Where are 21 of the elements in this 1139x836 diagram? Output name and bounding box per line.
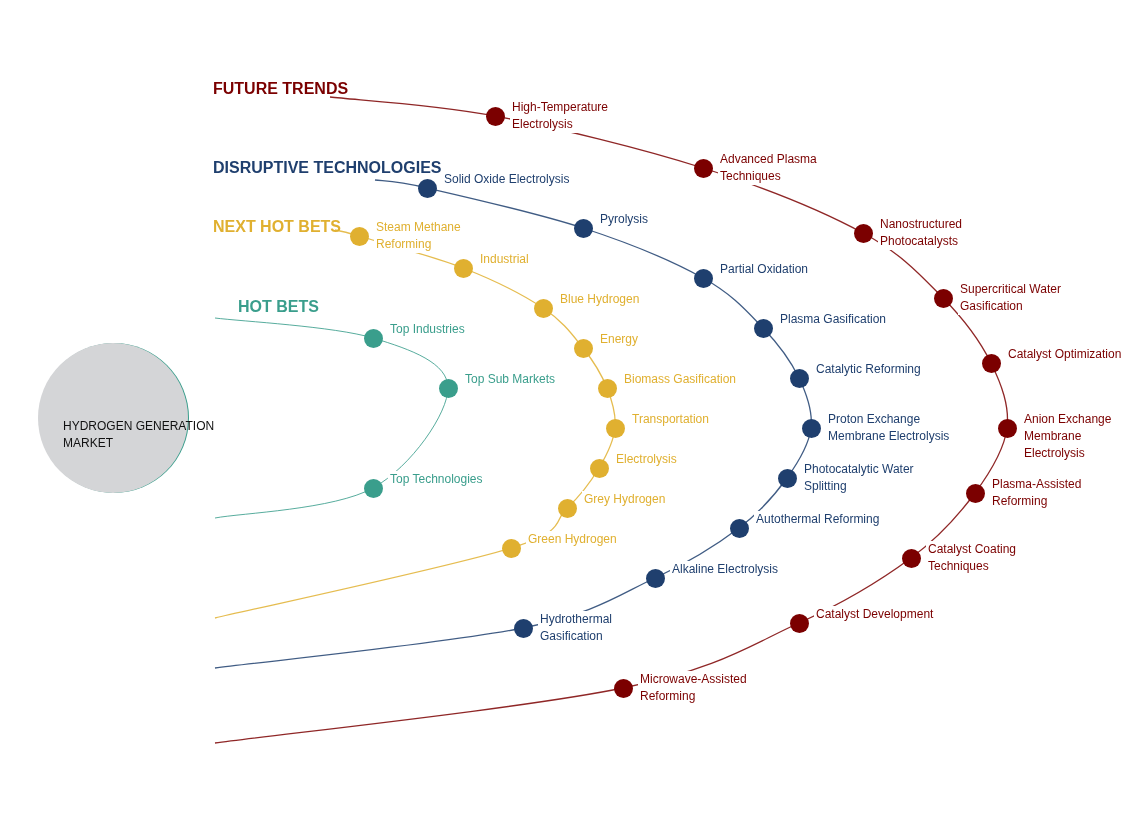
category-heading: NEXT HOT BETS xyxy=(213,218,341,236)
item-label: Green Hydrogen xyxy=(526,531,619,548)
category-heading: DISRUPTIVE TECHNOLOGIES xyxy=(213,159,442,177)
item-label: Transportation xyxy=(630,411,711,428)
item-label: Top Industries xyxy=(388,321,467,338)
item-label: Top Technologies xyxy=(388,471,485,488)
item-label: Catalyst Development xyxy=(814,606,936,623)
item-label: Autothermal Reforming xyxy=(754,511,882,528)
market-title: HYDROGEN GENERATION MARKET xyxy=(63,418,216,452)
item-label: Pyrolysis xyxy=(598,211,650,228)
category-heading: FUTURE TRENDS xyxy=(213,80,349,98)
item-label: Blue Hydrogen xyxy=(558,291,642,308)
item-label: Alkaline Electrolysis xyxy=(670,561,781,578)
item-label: Solid Oxide Electrolysis xyxy=(442,171,572,188)
item-label: Catalyst Optimization xyxy=(1006,346,1124,363)
category-heading: HOT BETS xyxy=(238,298,319,316)
item-label: Grey Hydrogen xyxy=(582,491,668,508)
item-label: Catalytic Reforming xyxy=(814,361,923,378)
item-label: Electrolysis xyxy=(614,451,679,468)
item-label: Top Sub Markets xyxy=(463,371,558,388)
item-label: Energy xyxy=(598,331,641,348)
